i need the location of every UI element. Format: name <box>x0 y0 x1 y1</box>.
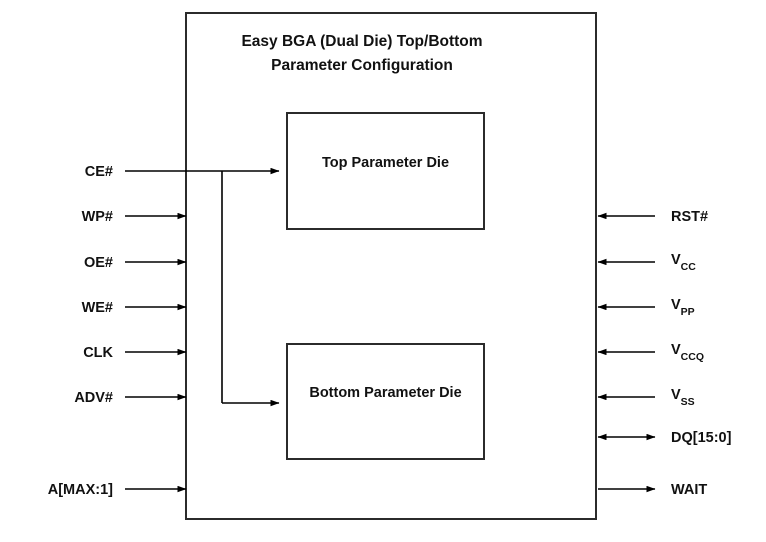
signal-we: WE# <box>82 300 187 316</box>
signal-dq: DQ[15:0] <box>597 430 732 446</box>
signal-wait: WAIT <box>598 482 707 498</box>
package-outline <box>185 12 597 520</box>
pin-label-rst: RST# <box>671 209 708 225</box>
pin-label-vcc-base: V <box>671 252 681 268</box>
pin-label-ce: CE# <box>85 164 113 180</box>
die-top-parameter: Top Parameter Die <box>286 112 485 230</box>
signal-vss: VSS <box>597 387 695 408</box>
signal-adv: ADV# <box>74 390 187 406</box>
signal-ce: CE# <box>85 164 280 407</box>
pin-label-address: A[MAX:1] <box>48 482 113 498</box>
signal-clk: CLK <box>83 345 187 361</box>
pin-label-vccq-base: V <box>671 342 681 358</box>
pin-label-vss-sub: SS <box>681 396 695 408</box>
signal-oe: OE# <box>84 255 187 271</box>
pin-label-wp: WP# <box>82 209 113 225</box>
pin-label-wait: WAIT <box>671 482 707 498</box>
signal-rst: RST# <box>597 209 708 225</box>
die-top-label: Top Parameter Die <box>322 155 449 171</box>
pin-label-dq: DQ[15:0] <box>671 430 732 446</box>
pin-label-clk: CLK <box>83 345 113 361</box>
diagram-title: Easy BGA (Dual Die) Top/Bottom Parameter… <box>241 33 482 74</box>
signal-wp: WP# <box>82 209 187 225</box>
pin-label-vpp-sub: PP <box>681 306 695 318</box>
pin-label-we: WE# <box>82 300 113 316</box>
pin-label-vccq-sub: CCQ <box>681 351 704 363</box>
title-line-1: Easy BGA (Dual Die) Top/Bottom <box>241 33 482 50</box>
pin-label-adv: ADV# <box>74 390 113 406</box>
pin-label-vpp-base: V <box>671 297 681 313</box>
signal-vpp: VPP <box>597 297 695 318</box>
signal-vccq: VCCQ <box>597 342 704 363</box>
pin-label-vccq: VCCQ <box>671 342 704 363</box>
pin-label-vss-base: V <box>671 387 681 403</box>
pin-label-vcc-sub: CC <box>681 261 697 273</box>
pin-label-vpp: VPP <box>671 297 695 318</box>
die-bottom-label: Bottom Parameter Die <box>309 385 461 401</box>
die-bottom-parameter: Bottom Parameter Die <box>286 343 485 460</box>
pin-label-oe: OE# <box>84 255 113 271</box>
signal-vcc: VCC <box>597 252 696 273</box>
pin-label-vcc: VCC <box>671 252 696 273</box>
signal-address: A[MAX:1] <box>48 482 187 498</box>
title-line-2: Parameter Configuration <box>271 57 453 74</box>
pin-label-vss: VSS <box>671 387 695 408</box>
